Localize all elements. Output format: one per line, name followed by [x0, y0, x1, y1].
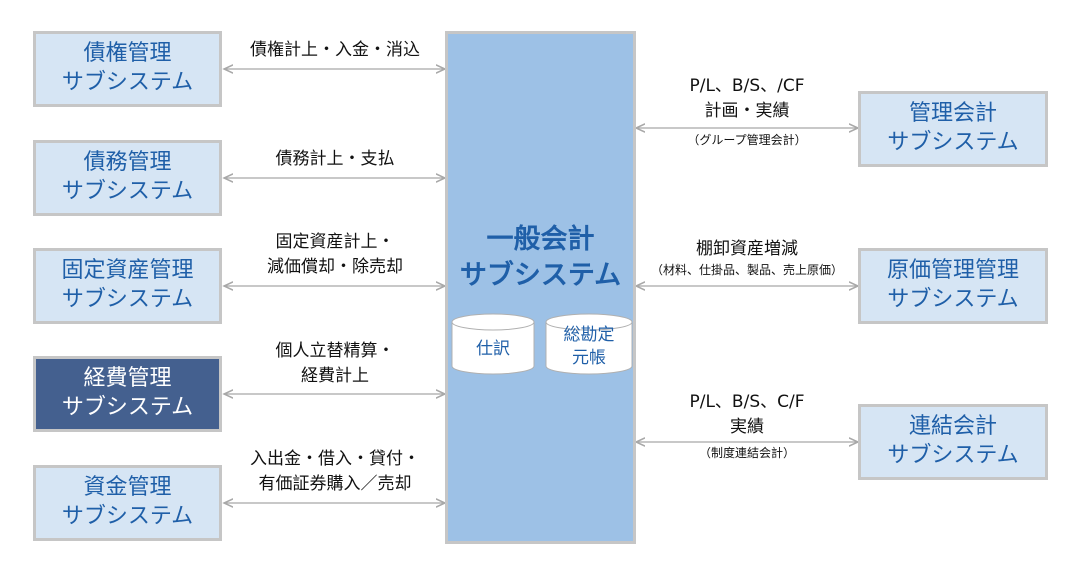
box-subtitle: サブシステム [61, 395, 194, 420]
receivables-subsystem-box: 債権管理 サブシステム [33, 31, 222, 107]
note-consolidation: （制度連結会計） [698, 446, 795, 460]
box-title: 資金管理 [83, 475, 172, 501]
box-title: 連結会計 [908, 414, 997, 440]
general-ledger-db-label: 総勘定 元帳 [563, 325, 615, 368]
fixed-assets-subsystem-box: 固定資産管理 サブシステム [33, 248, 222, 324]
expenses-subsystem-box: 経費管理 サブシステム [33, 356, 222, 432]
flow-label-payables: 債務計上・支払 [275, 149, 395, 169]
box-title: 原価管理管理 [886, 258, 1019, 284]
management-accounting-subsystem-box: 管理会計 サブシステム [858, 91, 1048, 167]
cost-management-subsystem-box: 原価管理管理 サブシステム [858, 248, 1048, 324]
flow-label-cost-management: 棚卸資産増減 [696, 239, 798, 259]
box-subtitle: サブシステム [61, 179, 194, 204]
box-title: 固定資産管理 [61, 258, 194, 284]
treasury-subsystem-box: 資金管理 サブシステム [33, 465, 222, 541]
box-subtitle: サブシステム [61, 70, 194, 95]
flow-label-expenses: 個人立替精算・ 経費計上 [275, 341, 395, 386]
note-cost-management: （材料、仕掛品、製品、売上原価） [650, 263, 843, 277]
box-title: 管理会計 [908, 101, 997, 127]
box-title: 経費管理 [83, 366, 172, 392]
general-accounting-subsystem-box: 一般会計 サブシステム [445, 31, 636, 544]
flow-label-fixed-assets: 固定資産計上・ 減価償却・除売却 [267, 232, 403, 277]
box-subtitle: サブシステム [887, 287, 1019, 312]
box-subtitle: サブシステム [61, 287, 194, 312]
consolidation-subsystem-box: 連結会計 サブシステム [858, 404, 1048, 480]
flow-label-consolidation: P/L、B/S、C/F 実績 [689, 392, 805, 437]
flow-label-treasury: 入出金・借入・貸付・ 有価証券購入／売却 [250, 449, 420, 494]
flow-label-receivables: 債権計上・入金・消込 [250, 40, 420, 60]
center-title: 一般会計 サブシステム [459, 224, 622, 292]
box-subtitle: サブシステム [887, 443, 1019, 468]
box-title: 債務管理 [83, 150, 172, 176]
box-subtitle: サブシステム [61, 504, 194, 529]
note-management-accounting: （グループ管理会計） [687, 133, 807, 147]
payables-subsystem-box: 債務管理 サブシステム [33, 140, 222, 216]
box-subtitle: サブシステム [887, 130, 1019, 155]
flow-label-management-accounting: P/L、B/S、/CF 計画・実績 [689, 76, 805, 121]
journal-db-label: 仕訳 [476, 339, 510, 359]
box-title: 債権管理 [83, 41, 172, 67]
